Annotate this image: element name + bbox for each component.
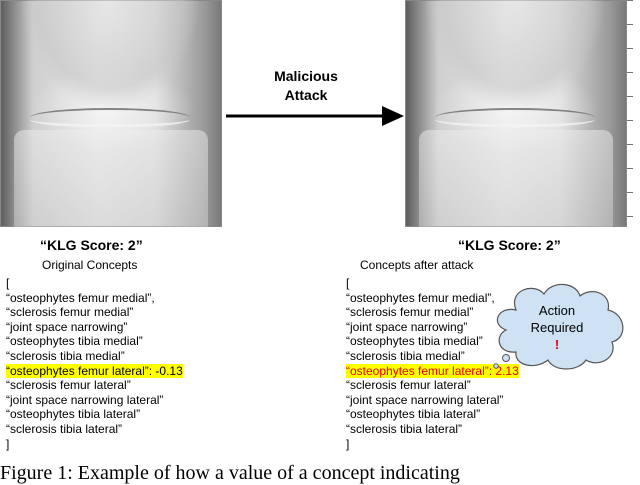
list-open-bracket: [	[346, 276, 350, 290]
highlighted-concept: “osteophytes femur lateral”: -0.13	[6, 363, 183, 378]
attacked-concept: “osteophytes femur lateral”: 2.13	[346, 363, 519, 378]
list-item: “osteophytes femur medial”,	[6, 290, 155, 305]
list-item: “osteophytes femur medial”,	[346, 290, 495, 305]
cloud-callout-icon	[493, 283, 624, 370]
arrow-label-line1: Malicious	[274, 68, 338, 84]
figure-caption: Figure 1: Example of how a value of a co…	[0, 462, 460, 484]
list-close-bracket: ]	[346, 436, 350, 451]
right-klg-score: “KLG Score: 2”	[458, 237, 561, 253]
list-item-highlighted: “osteophytes femur lateral”: -0.13	[6, 363, 183, 379]
list-item: “sclerosis femur medial”	[346, 305, 474, 320]
left-concepts-title: Original Concepts	[42, 258, 138, 272]
list-open-bracket: [	[6, 276, 10, 290]
callout-exclamation: !	[554, 337, 560, 352]
list-item: “osteophytes tibia medial”	[6, 334, 143, 349]
left-klg-score: “KLG Score: 2”	[40, 237, 143, 253]
callout-line1: Action	[538, 303, 576, 318]
attack-arrow-icon	[226, 106, 404, 126]
list-item: “osteophytes tibia lateral”	[6, 407, 141, 422]
list-item: “sclerosis tibia medial”	[6, 348, 125, 363]
list-item: “joint space narrowing lateral”	[346, 392, 504, 407]
left-concept-list: [ “osteophytes femur medial”, “sclerosis…	[6, 276, 183, 451]
arrow-label-line2: Attack	[284, 87, 328, 103]
list-item: “osteophytes tibia lateral”	[346, 407, 481, 422]
image-scale-ticks	[627, 0, 633, 227]
right-concepts-title: Concepts after attack	[360, 258, 474, 272]
list-item: “sclerosis femur medial”	[6, 305, 134, 320]
list-item: “sclerosis femur lateral”	[346, 378, 471, 393]
callout-line2: Required	[530, 320, 584, 335]
attacked-xray-image	[405, 0, 627, 227]
list-item-highlighted: “osteophytes femur lateral”: 2.13	[346, 363, 519, 379]
right-concept-list: [ “osteophytes femur medial”, “sclerosis…	[346, 276, 519, 451]
list-close-bracket: ]	[6, 436, 10, 451]
list-item: “osteophytes tibia medial”	[346, 334, 483, 349]
list-item: “joint space narrowing lateral”	[6, 392, 164, 407]
list-item: “sclerosis tibia lateral”	[346, 421, 463, 436]
list-item: “joint space narrowing”	[346, 319, 468, 334]
list-item: “sclerosis tibia lateral”	[6, 421, 123, 436]
list-item: “sclerosis tibia medial”	[346, 348, 465, 363]
original-xray-image	[0, 0, 222, 227]
list-item: “sclerosis femur lateral”	[6, 378, 131, 393]
list-item: “joint space narrowing”	[6, 319, 128, 334]
